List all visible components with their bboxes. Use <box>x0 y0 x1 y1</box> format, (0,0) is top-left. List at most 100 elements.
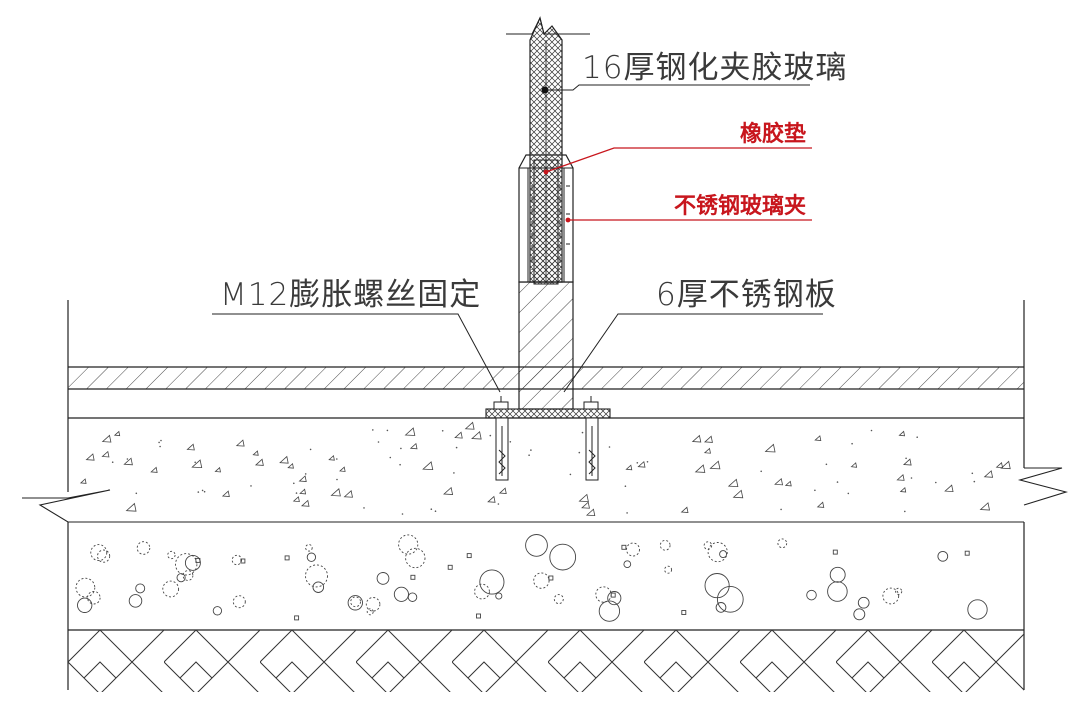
gravel-square <box>240 558 246 564</box>
gravel-stone <box>626 542 640 557</box>
concrete-aggregate-mark <box>221 490 230 497</box>
concrete-dot <box>295 492 298 494</box>
gravel-stone <box>525 534 548 557</box>
concrete-dot <box>111 461 114 464</box>
gravel-stone <box>162 580 180 598</box>
concrete-dot <box>399 463 401 466</box>
gravel-stone <box>97 549 111 563</box>
gravel-stone <box>128 594 143 608</box>
concrete-dot <box>401 513 404 515</box>
gravel-square <box>621 544 627 550</box>
concrete-dot <box>400 447 402 450</box>
concrete-aggregate-mark <box>979 502 991 511</box>
gravel-stone <box>895 587 903 595</box>
concrete-dot <box>530 449 532 451</box>
concrete-dot <box>760 470 762 473</box>
concrete-aggregate-mark <box>816 501 825 508</box>
concrete-dot <box>528 454 530 457</box>
gravel-stone <box>366 608 374 616</box>
concrete-aggregate-mark <box>339 466 346 472</box>
concrete-dot <box>430 508 433 511</box>
concrete-dot <box>377 441 380 443</box>
concrete-dot <box>197 491 200 493</box>
concrete-aggregate-mark <box>79 478 87 484</box>
gravel-square <box>195 557 201 563</box>
concrete-dot <box>126 458 129 460</box>
gravel-stone <box>75 577 96 598</box>
label-steel-plate: 6厚不锈钢板 <box>656 277 837 313</box>
concrete-aggregate-mark <box>343 490 353 498</box>
concrete-aggregate-mark <box>298 475 307 482</box>
gravel-stone <box>167 550 176 560</box>
gravel-stone <box>719 550 728 559</box>
gravel-square <box>466 553 472 559</box>
concrete-dot <box>293 482 295 485</box>
concrete-aggregate-mark <box>814 435 822 441</box>
concrete-aggregate-mark <box>235 439 245 447</box>
concrete-dot <box>250 485 252 487</box>
concrete-aggregate-mark <box>727 478 739 488</box>
gravel-square <box>548 575 554 581</box>
concrete-aggregate-mark <box>404 427 416 436</box>
concrete-dot <box>569 473 572 476</box>
concrete-dot <box>336 458 338 460</box>
gravel-stone <box>937 550 949 562</box>
concrete-aggregate-mark <box>944 484 954 493</box>
concrete-dot <box>624 485 627 488</box>
label-glass-clamp: 不锈钢玻璃夹 <box>674 193 806 219</box>
gravel-stone <box>533 572 550 589</box>
concrete-dot <box>646 461 649 463</box>
concrete-aggregate-mark <box>101 450 110 458</box>
gravel-stone <box>715 602 727 613</box>
concrete-dot <box>135 492 138 495</box>
concrete-aggregate-mark <box>625 464 633 471</box>
concrete-aggregate-mark <box>191 459 203 469</box>
gravel-square <box>681 610 687 615</box>
concrete-aggregate-marks <box>79 421 1011 517</box>
gravel-stone <box>623 560 632 569</box>
concrete-aggregate-mark <box>1000 460 1011 470</box>
concrete-dot <box>441 430 444 432</box>
gravel-stone <box>777 538 788 549</box>
concrete-dot <box>904 510 906 513</box>
concrete-aggregate-mark <box>279 455 289 464</box>
gravel-stone <box>716 585 744 613</box>
gravel-stone <box>306 552 317 562</box>
concrete-dot <box>160 439 162 442</box>
concrete-aggregate-mark <box>709 460 721 470</box>
gravel-stone <box>176 573 186 583</box>
gravel-stone <box>857 596 870 609</box>
concrete-dot <box>626 512 628 514</box>
leader-lines <box>212 84 823 393</box>
concrete-aggregate-mark <box>123 457 133 466</box>
compacted-earth <box>68 630 1024 692</box>
concrete-dot <box>372 429 374 431</box>
concrete-aggregate-mark <box>422 461 434 471</box>
gravel-stone <box>232 595 246 609</box>
concrete-aggregate-mark <box>454 431 463 439</box>
gravel-square <box>410 574 416 580</box>
concrete-dot <box>870 429 873 432</box>
label-bolt: M12膨胀螺丝固定 <box>220 277 481 313</box>
gravel-stone <box>806 589 817 601</box>
concrete-aggregate-mark <box>898 430 906 437</box>
concrete-aggregate-mark <box>214 466 221 473</box>
gravel-aggregate-marks <box>75 534 988 622</box>
gravel-stone <box>231 554 243 566</box>
concrete-aggregate-mark <box>850 462 858 468</box>
slab-break-right <box>1017 467 1069 506</box>
gravel-stone <box>350 596 361 608</box>
concrete-aggregate-mark <box>581 501 590 509</box>
concrete-dot <box>203 490 206 493</box>
concrete-aggregate-mark <box>471 430 482 440</box>
gravel-stone <box>398 534 419 555</box>
concrete-aggregate-mark <box>637 460 646 468</box>
concrete-dot <box>386 429 389 432</box>
concrete-dot <box>158 441 160 444</box>
concrete-aggregate-mark <box>896 474 905 481</box>
concrete-dot <box>497 503 500 505</box>
concrete-aggregate-mark <box>186 443 195 451</box>
concrete-aggregate-mark <box>703 447 711 454</box>
gravel-stone <box>598 600 621 622</box>
